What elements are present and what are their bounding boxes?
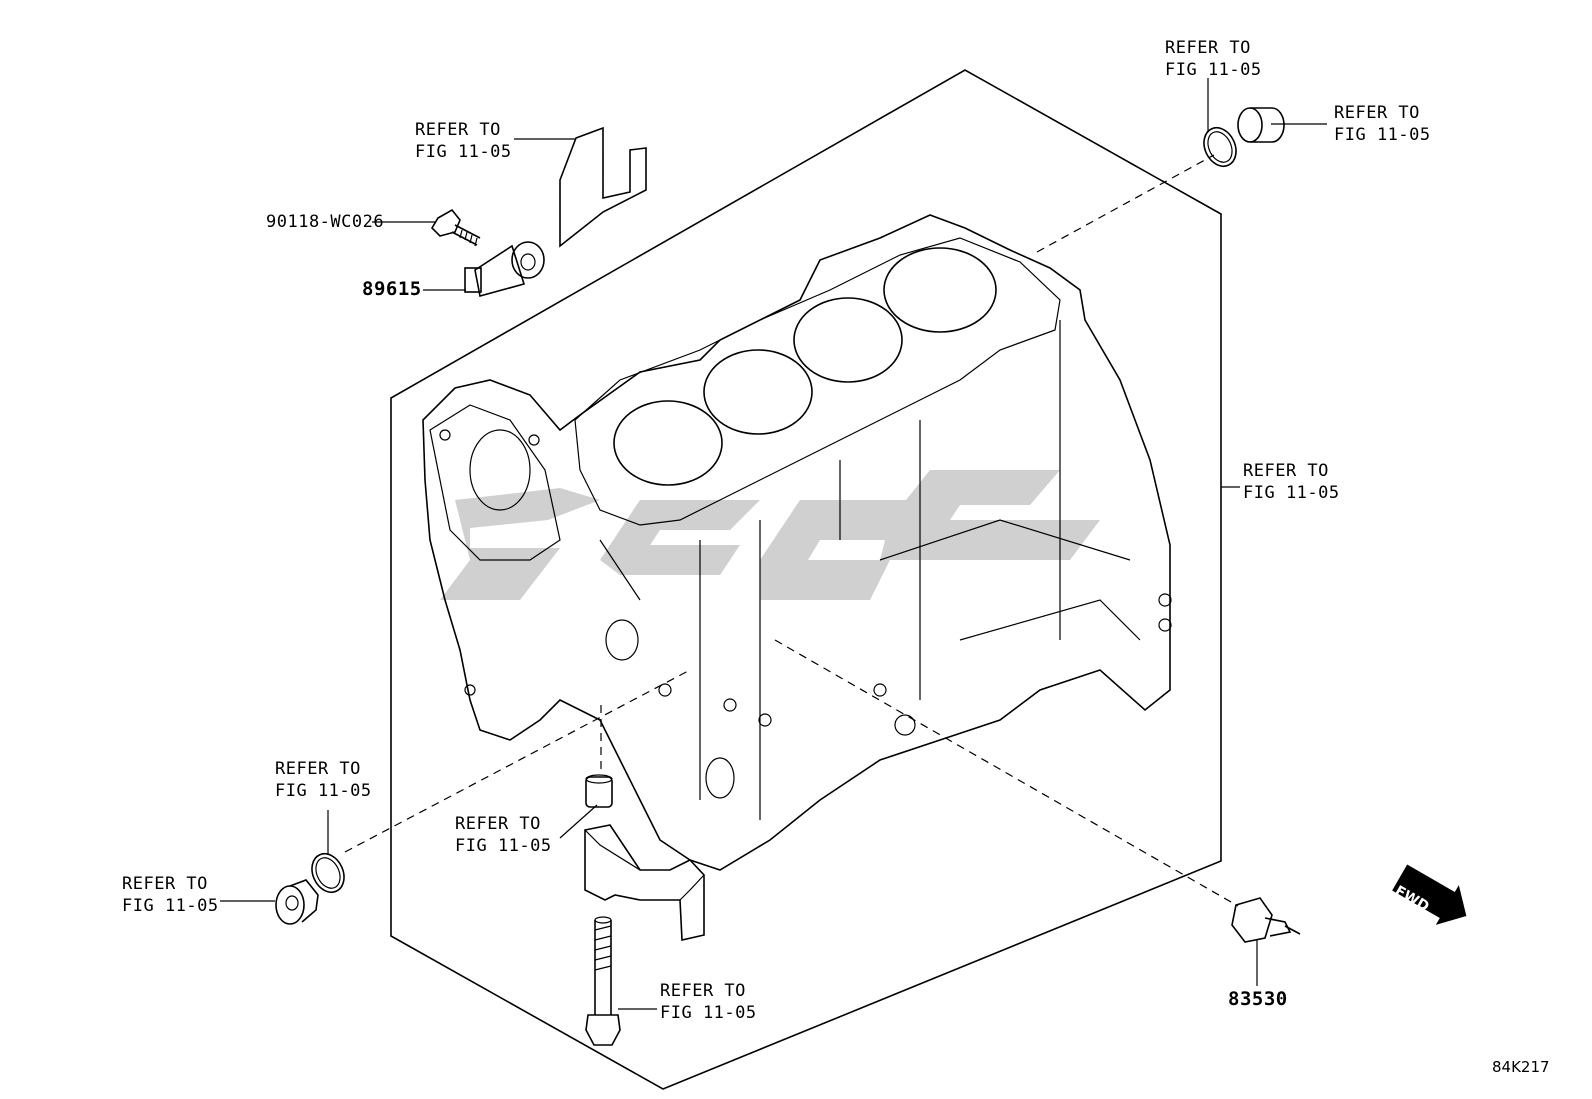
refer-label-upper-left-2: FIG 11-05 (415, 142, 512, 162)
refer-label-upper-left-1: REFER TO (415, 120, 501, 140)
refer-label-right-side-1: REFER TO (1243, 461, 1329, 481)
refer-label-top-right-upper-1: REFER TO (1165, 38, 1251, 58)
refer-label-bolt-1: REFER TO (660, 981, 746, 1001)
bearing-cap-lower (584, 824, 705, 941)
refer-label-left-gasket-2: FIG 11-05 (275, 781, 372, 801)
refer-label-left-plug-2: FIG 11-05 (122, 896, 219, 916)
refer-label-right-side-2: FIG 11-05 (1243, 483, 1340, 503)
refer-label-top-right-plug-1: REFER TO (1334, 103, 1420, 123)
fwd-arrow-icon (1392, 864, 1467, 925)
dashed-leaders (344, 154, 1239, 907)
part-number-bolt: 90118-WC026 (266, 212, 385, 232)
refer-label-top-right-plug-2: FIG 11-05 (1334, 125, 1431, 145)
bearing-cap-upper (559, 126, 647, 248)
refer-label-pin-1: REFER TO (455, 814, 541, 834)
part-number-knock-sensor: 89615 (362, 278, 422, 300)
oil-pressure-switch-part (1231, 897, 1301, 943)
bolt-part (430, 208, 481, 247)
refer-label-top-right-upper-2: FIG 11-05 (1165, 60, 1262, 80)
knock-sensor-part (464, 241, 545, 297)
gasket-top-right (1203, 126, 1237, 168)
plug-top-right (1237, 107, 1285, 143)
refer-label-left-gasket-1: REFER TO (275, 759, 361, 779)
engine-block (422, 214, 1172, 871)
gasket-left (311, 852, 345, 894)
part-number-oil-pressure-switch: 83530 (1228, 988, 1288, 1010)
watermark-logo (440, 470, 1100, 600)
refer-label-bolt-2: FIG 11-05 (660, 1003, 757, 1023)
refer-label-left-plug-1: REFER TO (122, 874, 208, 894)
assembly-frame (390, 69, 1222, 1090)
plug-left (275, 879, 319, 925)
leader-lines (220, 78, 1327, 1010)
refer-label-pin-2: FIG 11-05 (455, 836, 552, 856)
figure-code: 84K217 (1492, 1058, 1550, 1076)
dowel-pin (585, 774, 613, 808)
main-bolt (585, 916, 621, 1046)
